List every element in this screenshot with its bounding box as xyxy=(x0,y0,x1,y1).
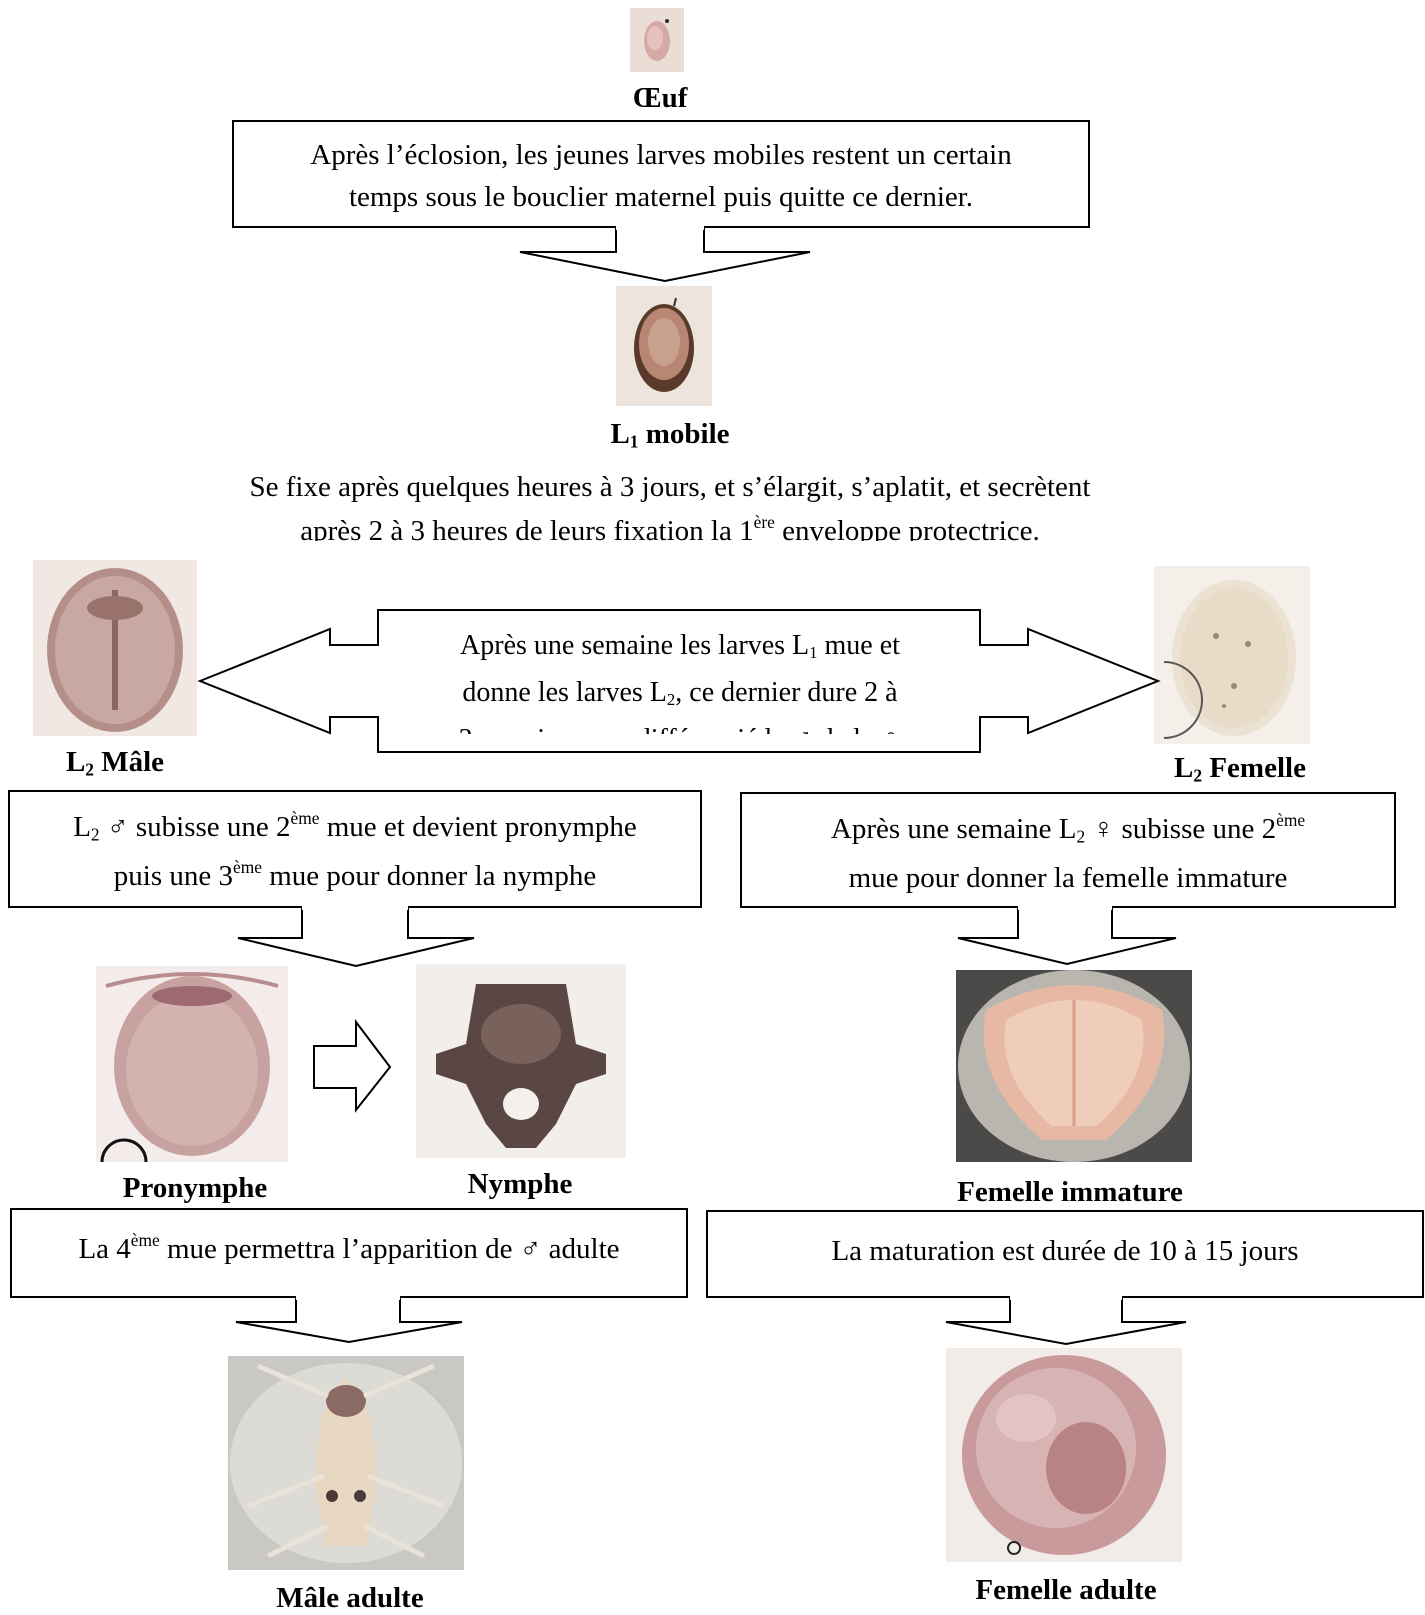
adult-female-photo xyxy=(946,1348,1182,1562)
l1-moult-line-2: donne les larves L2, ce dernier dure 2 à xyxy=(380,673,980,720)
l1-mobile-label: L1 mobile xyxy=(560,418,780,452)
egg-photo xyxy=(630,8,684,72)
egg-label: Œuf xyxy=(600,82,720,115)
female-moult-line-1: Après une semaine L2 ♀ subisse une 2ème xyxy=(742,808,1394,857)
down-arrow-male-pronymph xyxy=(238,908,474,968)
fixation-line-1: Se fixe après quelques heures à 3 jours,… xyxy=(150,465,1190,509)
l1-moult-text: Après une semaine les larves L1 mue et d… xyxy=(380,626,980,734)
adult-male-label: Mâle adulte xyxy=(230,1582,470,1615)
down-arrow-egg-l1 xyxy=(520,228,810,284)
l1-moult-line-3: 3 semaine pour différencié le ♂ de la ♀ xyxy=(380,720,980,734)
l2-female-photo xyxy=(1154,566,1310,744)
female-moult-box: Après une semaine L2 ♀ subisse une 2ème … xyxy=(740,792,1396,908)
adult-male-photo xyxy=(228,1356,464,1570)
male-adult-moult-line-1: La 4ème mue permettra l’apparition de ♂ … xyxy=(12,1228,686,1270)
l2-female-label: L2 Femelle xyxy=(1140,752,1340,786)
down-arrow-male-adult xyxy=(236,1298,462,1344)
nymph-photo xyxy=(416,964,626,1158)
down-arrow-female-adult xyxy=(946,1298,1186,1346)
male-moult-line-2: puis une 3ème mue pour donner la nymphe xyxy=(10,855,700,897)
l2-male-label: L2 Mâle xyxy=(40,746,190,780)
hatching-box: Après l’éclosion, les jeunes larves mobi… xyxy=(232,120,1090,228)
immature-female-label: Femelle immature xyxy=(930,1176,1210,1209)
fixation-line-2: après 2 à 3 heures de leurs fixation la … xyxy=(150,509,1190,541)
immature-female-photo xyxy=(956,970,1192,1162)
down-arrow-female-immature xyxy=(958,908,1176,966)
l1-moult-line-1: Après une semaine les larves L1 mue et xyxy=(380,626,980,673)
pronymph-label: Pronymphe xyxy=(100,1172,290,1205)
hatching-line-1: Après l’éclosion, les jeunes larves mobi… xyxy=(234,134,1088,176)
right-arrow-pronymph-nymph xyxy=(314,1022,392,1112)
male-adult-moult-box: La 4ème mue permettra l’apparition de ♂ … xyxy=(10,1208,688,1298)
fixation-text: Se fixe après quelques heures à 3 jours,… xyxy=(150,465,1190,541)
l2-male-photo xyxy=(33,560,197,736)
nymph-label: Nymphe xyxy=(430,1168,610,1201)
maturation-line-1: La maturation est durée de 10 à 15 jours xyxy=(708,1230,1422,1272)
maturation-box: La maturation est durée de 10 à 15 jours xyxy=(706,1210,1424,1298)
male-moult-box: L2 ♂ subisse une 2ème mue et devient pro… xyxy=(8,790,702,908)
adult-female-label: Femelle adulte xyxy=(946,1574,1186,1607)
female-moult-line-2: mue pour donner la femelle immature xyxy=(742,857,1394,899)
hatching-line-2: temps sous le bouclier maternel puis qui… xyxy=(234,176,1088,218)
pronymph-photo xyxy=(96,966,288,1162)
male-moult-line-1: L2 ♂ subisse une 2ème mue et devient pro… xyxy=(10,806,700,855)
l1-mobile-photo xyxy=(616,286,712,406)
